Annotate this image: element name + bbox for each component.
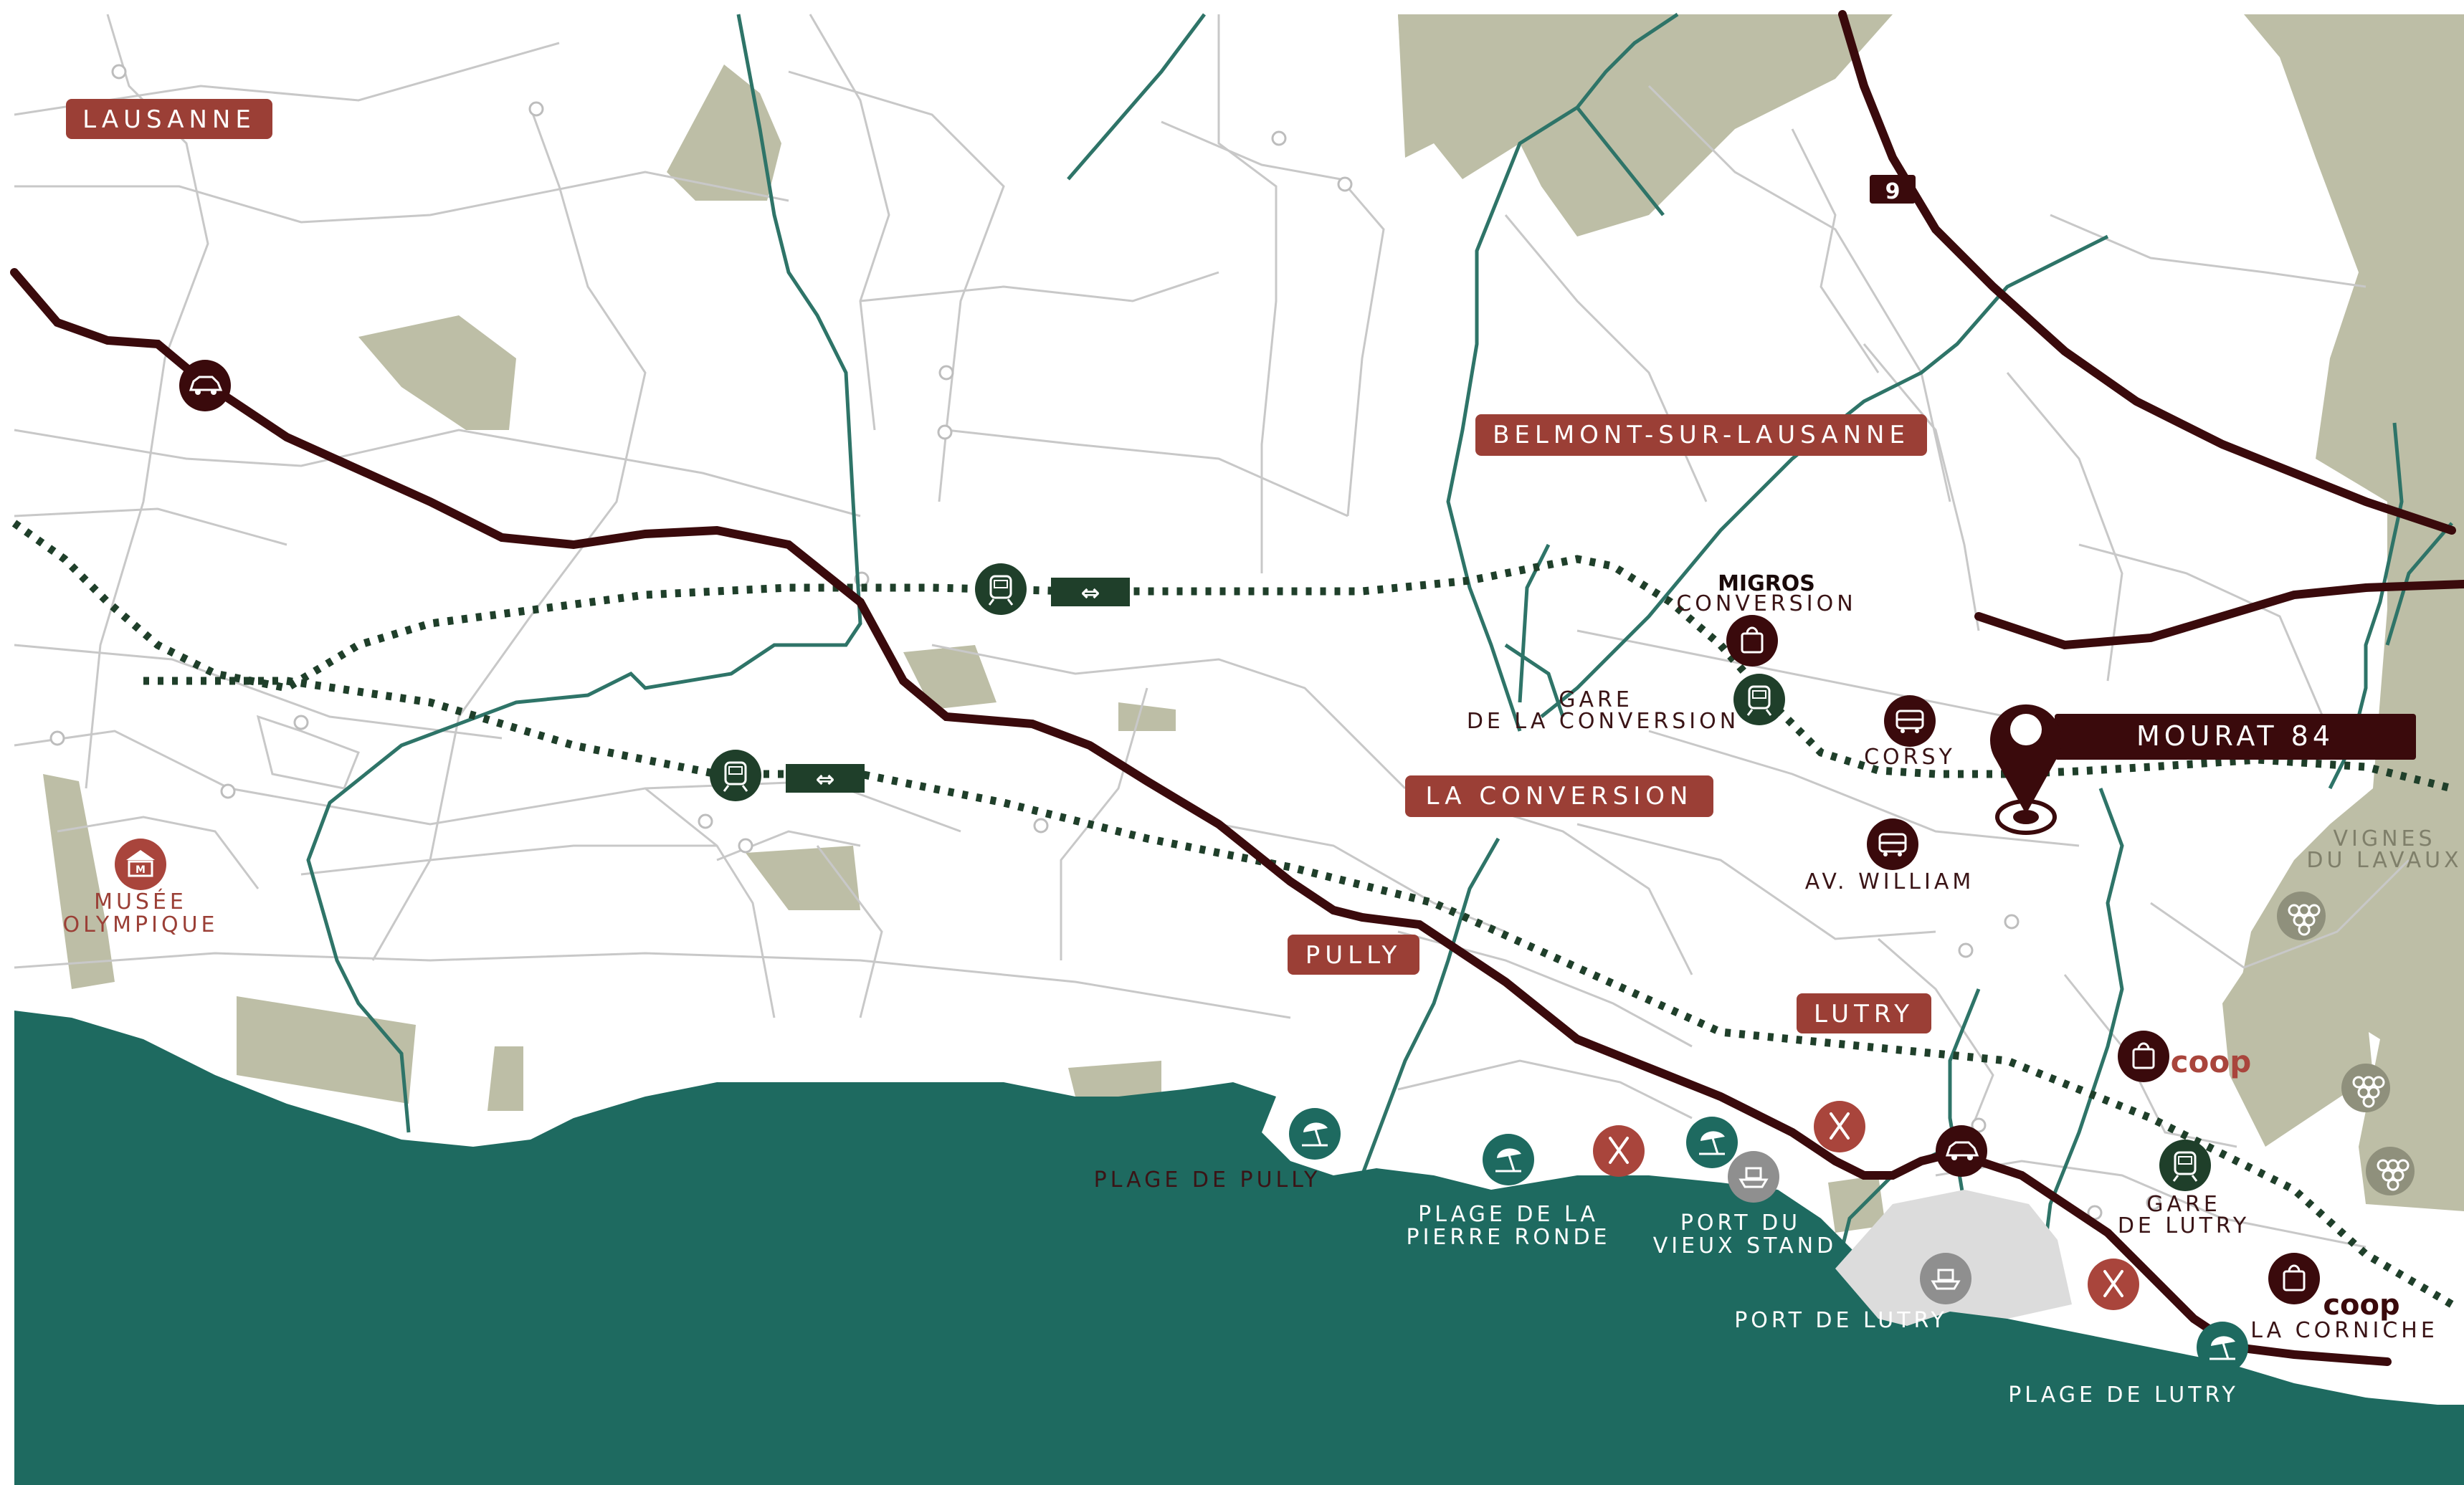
highway-badge: 9 — [1870, 175, 1916, 204]
forest-area — [237, 996, 416, 1104]
place-name: PULLY — [1305, 941, 1402, 970]
plage-lutry-label: PLAGE DE LUTRY — [2008, 1383, 2239, 1408]
forest-area — [1068, 1061, 1161, 1097]
road-lausanne-lutry — [10, 268, 2392, 1366]
port-vieux-label-line2: VIEUX STAND — [1653, 1233, 1837, 1259]
forest-area — [487, 1046, 523, 1111]
grapes-icon — [2366, 1147, 2415, 1195]
train-icon — [2159, 1140, 2211, 1191]
highway-number: 9 — [1885, 179, 1901, 204]
street-network — [14, 14, 2410, 1248]
road-east — [1974, 580, 2464, 650]
forest-area — [43, 774, 115, 989]
shopping-bag-icon — [1726, 615, 1778, 667]
shopping-bag-icon — [2118, 1031, 2169, 1082]
coop-brand: coop — [2171, 1044, 2252, 1079]
place-label-conversion: LA CONVERSION — [1405, 775, 1713, 817]
vignes-label-line2: DU LAVAUX — [2306, 848, 2462, 873]
port-lutry-label: PORT DE LUTRY — [1734, 1308, 1948, 1333]
beach-umbrella-icon — [1289, 1108, 1341, 1160]
bus-icon — [1884, 695, 1936, 747]
migros-brand: MIGROS — [1718, 571, 1815, 596]
forest-area — [746, 846, 860, 910]
museum-label-line1: MUSÉE — [94, 889, 187, 915]
streams — [306, 12, 2453, 1276]
destination-label: MOURAT 84 — [2136, 720, 2334, 752]
sbb-symbol: ⇔ — [816, 765, 835, 793]
vignes-label-line1: VIGNES — [2333, 826, 2435, 851]
beach-umbrella-icon — [1686, 1117, 1738, 1168]
restaurant-icon — [1593, 1125, 1645, 1177]
av-william-label: AV. WILLIAM — [1805, 869, 1975, 894]
place-label-belmont: BELMONT-SUR-LAUSANNE — [1475, 414, 1927, 456]
plage-pully-label: PLAGE DE PULLY — [1094, 1168, 1321, 1193]
bus-icon — [1867, 818, 1918, 870]
plage-pierre-label-line1: PLAGE DE LA — [1418, 1202, 1599, 1227]
corniche-label: LA CORNICHE — [2250, 1318, 2438, 1343]
port-vieux-label-line1: PORT DU — [1680, 1211, 1801, 1236]
map-pin-icon — [1989, 704, 2063, 814]
place-name: LA CONVERSION — [1426, 782, 1693, 811]
car-icon — [179, 360, 231, 411]
train-icon — [710, 750, 761, 801]
forest-area — [2222, 896, 2373, 1147]
forest-areas — [43, 14, 2464, 1233]
junction-markers — [49, 64, 2161, 1221]
main-roads — [10, 10, 2464, 1366]
lake-geneva — [14, 1011, 2464, 1485]
boat-icon — [1728, 1151, 1779, 1203]
gare-conversion-label-line1: GARE — [1559, 687, 1633, 712]
beach-umbrella-icon — [1483, 1134, 1534, 1185]
museum-icon: M — [115, 839, 166, 890]
grapes-icon — [2277, 892, 2326, 940]
highway-9 — [1838, 10, 2456, 535]
coop-corniche-brand: coop — [2323, 1289, 2399, 1322]
forest-area — [1398, 14, 1577, 143]
place-name: LUTRY — [1814, 1000, 1914, 1028]
place-label-pully: PULLY — [1288, 935, 1419, 975]
forest-area — [1828, 1175, 1885, 1233]
forest-area — [903, 645, 996, 710]
grapes-icon — [2341, 1064, 2390, 1112]
place-name: BELMONT-SUR-LAUSANNE — [1493, 421, 1910, 449]
place-label-lausanne: LAUSANNE — [66, 99, 272, 139]
gare-lutry-label-line2: DE LUTRY — [2118, 1213, 2250, 1238]
gare-lutry-label-line1: GARE — [2146, 1192, 2221, 1217]
forest-area — [1118, 702, 1176, 731]
museum-label-line2: OLYMPIQUE — [62, 912, 218, 937]
train-icon — [1733, 674, 1785, 725]
forest-area — [358, 315, 516, 430]
restaurant-icon — [2088, 1259, 2139, 1310]
boat-icon — [1920, 1253, 1971, 1304]
car-icon — [1936, 1125, 1987, 1177]
plage-pierre-label-line2: PIERRE RONDE — [1406, 1225, 1610, 1250]
shopping-bag-icon — [2268, 1253, 2320, 1304]
train-icon — [975, 563, 1027, 615]
beach-umbrella-icon — [2197, 1322, 2248, 1373]
sbb-logo-icon: ⇔ — [1051, 578, 1130, 606]
place-label-lutry: LUTRY — [1797, 993, 1931, 1033]
migros-label: CONVERSION — [1676, 591, 1856, 616]
corsy-label: CORSY — [1864, 745, 1956, 770]
destination-marker[interactable]: MOURAT 84 — [1989, 704, 2416, 835]
sbb-symbol: ⇔ — [1081, 579, 1100, 606]
gare-conversion-label-line2: DE LA CONVERSION — [1467, 709, 1739, 734]
place-name: LAUSANNE — [82, 105, 256, 134]
restaurant-icon — [1814, 1101, 1865, 1152]
svg-text:M: M — [135, 864, 146, 876]
sbb-logo-icon: ⇔ — [786, 764, 865, 793]
